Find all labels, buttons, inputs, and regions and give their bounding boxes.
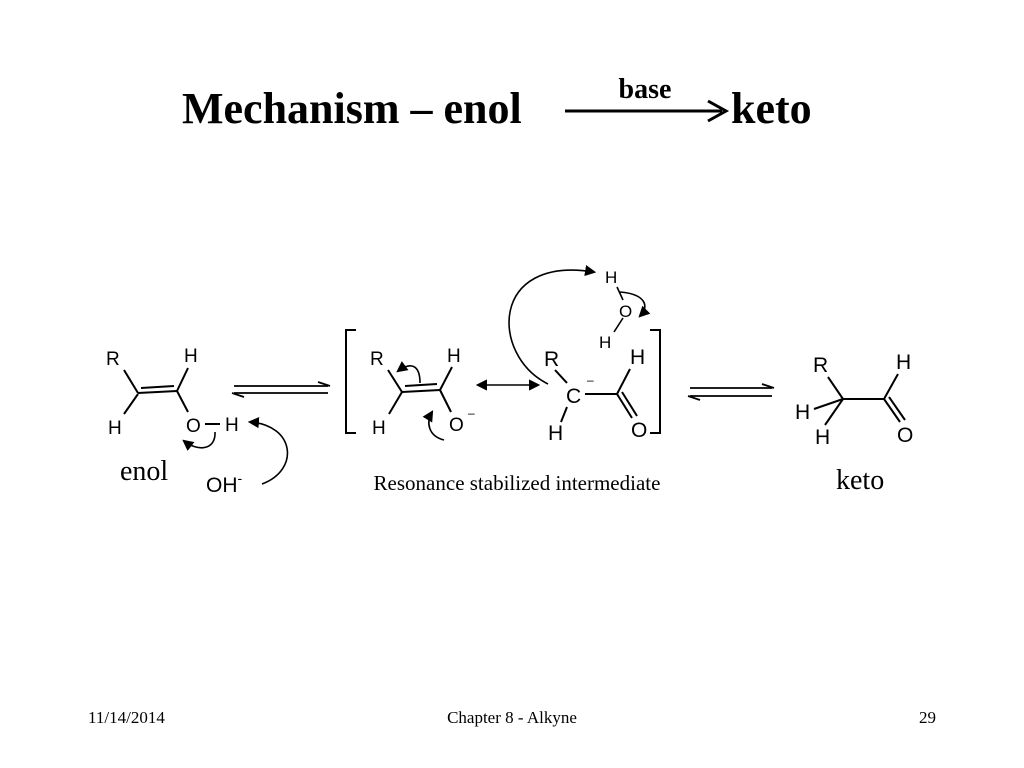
curved-arrow-carbanion-to-water xyxy=(508,265,597,385)
keto-atom-h-top: H xyxy=(896,351,911,374)
keto-structure xyxy=(813,373,906,426)
form2-atom-o: O xyxy=(631,419,647,442)
curved-arrow-form1-oxygen xyxy=(422,410,445,441)
form1-charge: – xyxy=(468,406,475,420)
form2-atom-r: R xyxy=(544,348,559,371)
base-charge: - xyxy=(238,470,243,486)
water-atom-h-top: H xyxy=(605,268,617,287)
form2-charge: – xyxy=(587,373,594,387)
footer-chapter: Chapter 8 - Alkyne xyxy=(447,708,577,727)
keto-label: keto xyxy=(836,465,884,496)
intermediate-label: Resonance stabilized intermediate xyxy=(374,471,661,495)
enol-atom-r: R xyxy=(106,349,120,370)
water-molecule xyxy=(613,286,624,333)
title-prefix: Mechanism – enol xyxy=(182,84,522,133)
curved-arrow-oh-bond xyxy=(182,431,216,451)
form1-atom-r: R xyxy=(370,349,384,370)
keto-atom-h-bottom: H xyxy=(815,426,830,449)
footer-date: 11/14/2014 xyxy=(88,708,165,727)
enol-atom-h-bottom: H xyxy=(108,418,122,439)
form1-atom-o: O xyxy=(449,415,464,436)
footer-page-number: 29 xyxy=(919,708,936,727)
curved-arrow-base-attack xyxy=(247,417,289,485)
enol-atom-o: O xyxy=(186,416,201,437)
mechanism-diagram: R H H O H enol OH- R H H O – xyxy=(106,265,913,497)
curved-arrow-water-bond xyxy=(619,291,651,318)
form2-atom-c: C xyxy=(566,385,581,408)
keto-atom-r: R xyxy=(813,354,828,377)
form2-atom-h-top: H xyxy=(630,346,645,369)
resonance-form-2 xyxy=(554,368,638,423)
slide-title: Mechanism – enol base keto xyxy=(182,74,812,133)
equilibrium-arrow-2 xyxy=(687,383,775,401)
keto-atom-o: O xyxy=(897,424,913,447)
enol-structure xyxy=(123,367,220,425)
curved-arrow-form1-pi xyxy=(396,361,421,384)
title-reagent: base xyxy=(619,74,672,105)
base-hydroxide: OH- xyxy=(206,470,243,497)
enol-atom-h-oh: H xyxy=(225,415,239,436)
title-product: keto xyxy=(731,84,812,133)
enol-label: enol xyxy=(120,456,168,487)
intermediate-bracket xyxy=(345,329,661,434)
form1-atom-h-bottom: H xyxy=(372,418,386,439)
water-atom-o: O xyxy=(619,302,632,321)
form2-atom-h-bottom: H xyxy=(548,422,563,445)
resonance-form-1 xyxy=(387,366,453,415)
keto-atom-h-left: H xyxy=(795,401,810,424)
form1-atom-h-top: H xyxy=(447,346,461,367)
equilibrium-arrow-1 xyxy=(231,381,331,398)
title-reaction-arrow xyxy=(565,99,730,123)
enol-atom-h-top: H xyxy=(184,346,198,367)
water-atom-h-bottom: H xyxy=(599,333,611,352)
